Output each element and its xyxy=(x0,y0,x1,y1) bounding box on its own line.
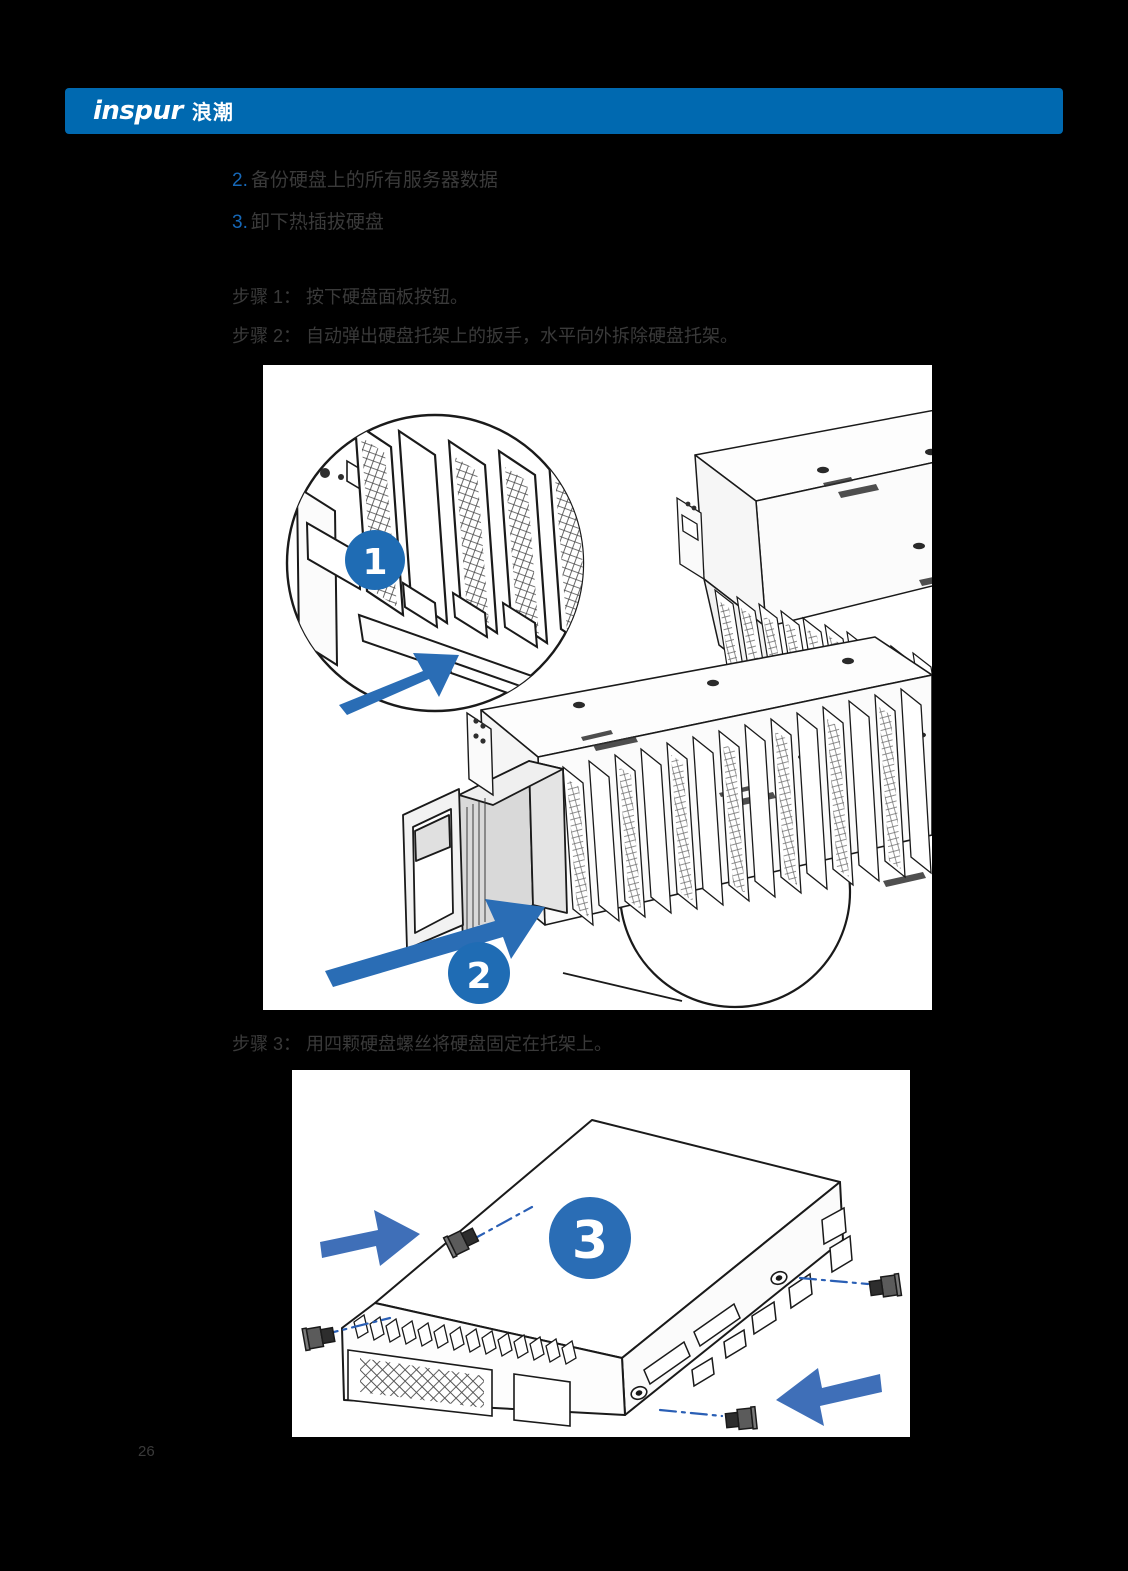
arrow-push-left xyxy=(320,1210,420,1266)
logo-latin-text: inspur xyxy=(93,96,183,126)
step-2-text: 步骤 2： 自动弹出硬盘托架上的扳手，水平向外拆除硬盘托架。 xyxy=(232,326,739,346)
screw-axis-bottom-right xyxy=(658,1408,724,1418)
screw-axis-top-left xyxy=(468,1205,534,1243)
step-1-text: 步骤 1： 按下硬盘面板按钮。 xyxy=(232,287,469,307)
list-item-label: 卸下热插拔硬盘 xyxy=(250,212,384,233)
numbered-list: 2.备份硬盘上的所有服务器数据 3.卸下热插拔硬盘 xyxy=(232,160,992,244)
arrow-press-button xyxy=(339,653,459,715)
screw xyxy=(301,1227,903,1431)
arrow-push-right xyxy=(776,1368,882,1426)
svg-text:3: 3 xyxy=(572,1211,608,1271)
logo-cjk-text: 浪潮 xyxy=(191,100,234,124)
screw-axis-right xyxy=(798,1276,870,1286)
list-item: 2.备份硬盘上的所有服务器数据 xyxy=(232,160,992,202)
svg-text:1: 1 xyxy=(362,542,387,583)
figure-drive-tray-screws: 3 xyxy=(292,1070,910,1437)
list-item-number: 3. xyxy=(232,212,248,233)
inspur-logo: inspur 浪潮 xyxy=(93,98,234,124)
list-item-number: 2. xyxy=(232,170,248,191)
page-number: 26 xyxy=(138,1443,155,1460)
figure-server-chassis: 1 xyxy=(263,365,932,1010)
arrow-pull-out xyxy=(325,899,545,987)
steps-block: 步骤 1： 按下硬盘面板按钮。 步骤 2： 自动弹出硬盘托架上的扳手，水平向外拆… xyxy=(232,278,1032,356)
list-item-label: 备份硬盘上的所有服务器数据 xyxy=(250,170,498,191)
brand-header-bar: inspur 浪潮 xyxy=(65,88,1063,134)
svg-text:2: 2 xyxy=(466,956,491,997)
list-item: 3.卸下热插拔硬盘 xyxy=(232,202,992,244)
step-3-text: 步骤 3： 用四颗硬盘螺丝将硬盘固定在托架上。 xyxy=(232,1034,613,1054)
callout-3-circle xyxy=(549,1197,631,1279)
